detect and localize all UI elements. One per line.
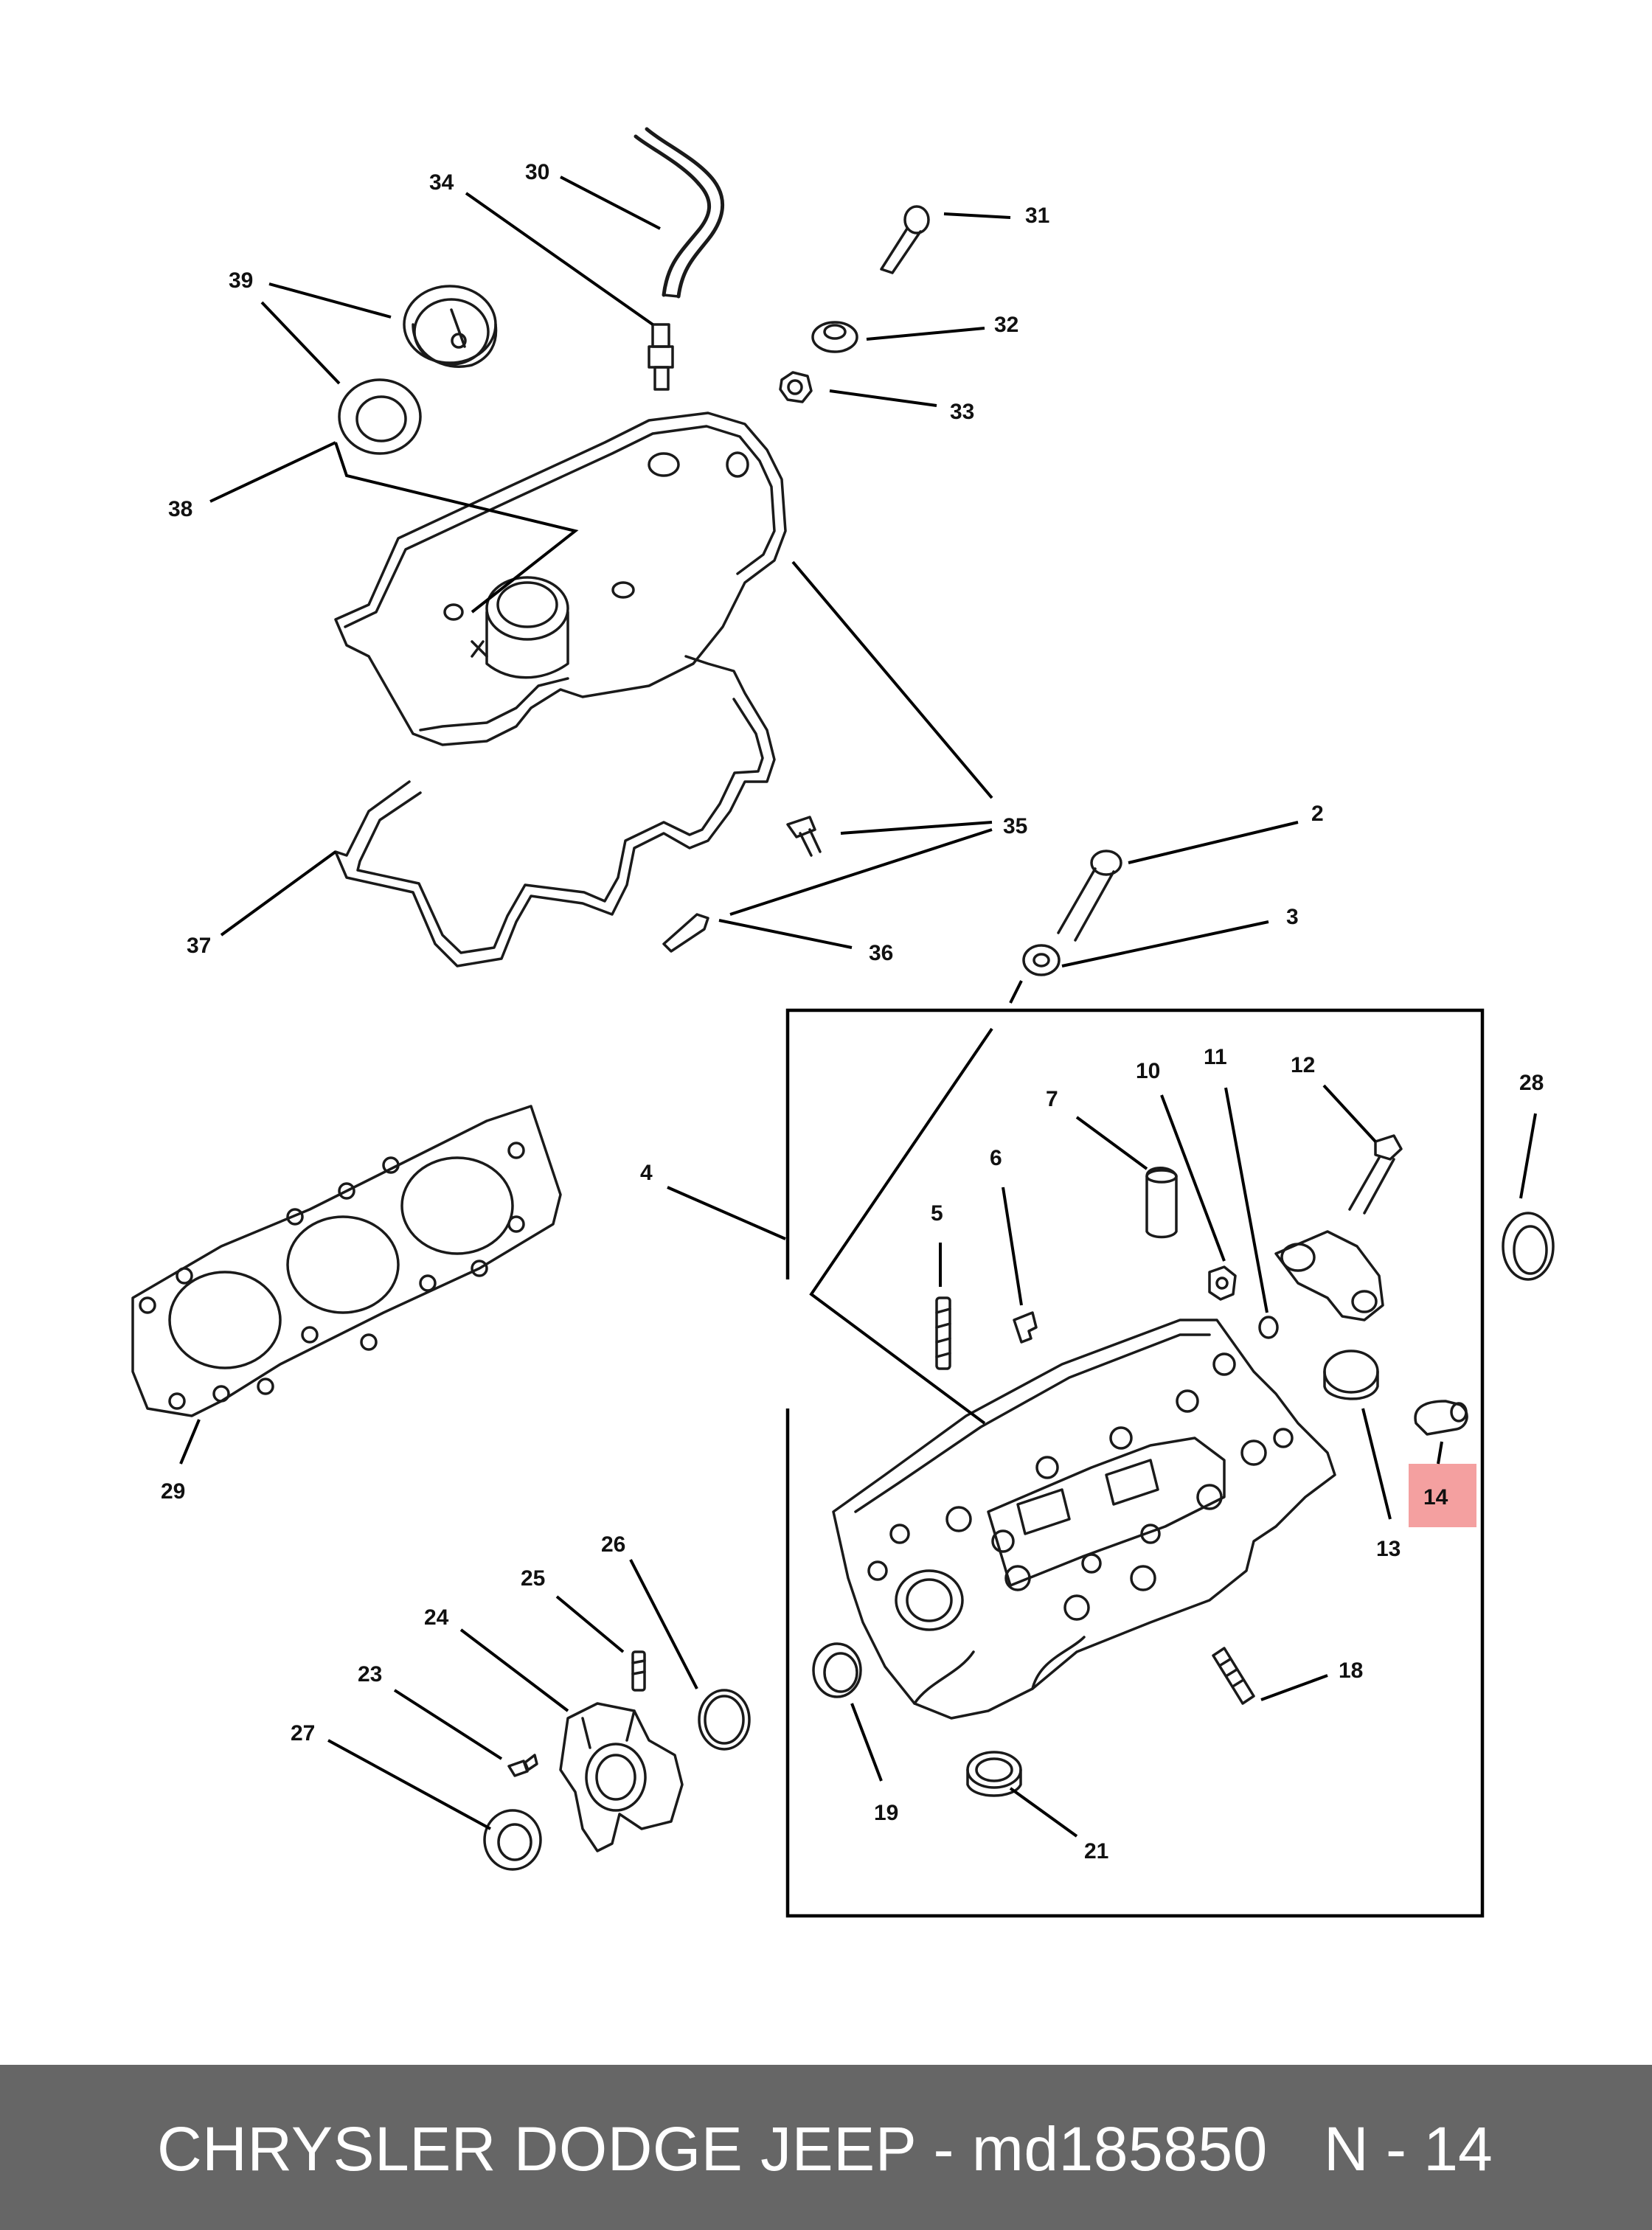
cylinder-head-box <box>785 1008 1485 1918</box>
callout-38: 38 <box>168 497 192 521</box>
callout-24: 24 <box>424 1605 449 1630</box>
callout-6: 6 <box>990 1146 1002 1170</box>
callout-7: 7 <box>1046 1087 1058 1111</box>
part-35-valve-cover <box>334 411 787 746</box>
part-5-stud <box>935 1296 951 1370</box>
part-31-bolt <box>880 205 930 274</box>
part-14-valve-stem-seal <box>1414 1400 1468 1436</box>
part-36-screw <box>662 913 709 953</box>
callout-11: 11 <box>1204 1045 1227 1069</box>
callout-12: 12 <box>1291 1053 1315 1077</box>
part-rocker-shaft-bracket <box>1274 1230 1384 1321</box>
callout-31: 31 <box>1025 204 1049 228</box>
callout-25: 25 <box>521 1566 545 1591</box>
part-11-plug <box>1258 1316 1279 1339</box>
callout-33: 33 <box>950 400 974 424</box>
part-2-head-bolt <box>1057 850 1122 942</box>
part-38-cap-gasket <box>338 378 422 455</box>
callout-21: 21 <box>1084 1839 1108 1863</box>
part-13-lash-adjuster <box>1323 1350 1379 1400</box>
footer-page-ref: N - 14 <box>1324 2114 1493 2184</box>
part-7-valve-guide-seal <box>1145 1167 1178 1239</box>
part-3-washer <box>1022 944 1061 976</box>
callout-34: 34 <box>429 170 454 195</box>
callout-29: 29 <box>161 1479 185 1504</box>
part-34-pcv-valve <box>648 323 674 391</box>
callout-35: 35 <box>1003 814 1027 838</box>
part-27-seal <box>483 1809 542 1871</box>
part-30-hose <box>634 127 725 299</box>
callout-23: 23 <box>358 1662 382 1687</box>
callout-39: 39 <box>229 268 253 293</box>
exploded-parts-diagram: 30 34 31 39 32 33 38 35 2 3 36 37 7 10 1… <box>131 127 1555 1918</box>
part-33-nut <box>779 371 813 403</box>
callout-2: 2 <box>1311 802 1324 826</box>
callout-27: 27 <box>291 1721 315 1746</box>
part-32-grommet <box>811 321 858 353</box>
callout-14: 14 <box>1423 1485 1448 1510</box>
part-35-cover-bolt <box>786 816 822 857</box>
callout-4: 4 <box>640 1161 653 1185</box>
callout-28: 28 <box>1519 1071 1544 1095</box>
part-4-cylinder-head <box>832 1319 1336 1720</box>
leader-lines <box>179 176 1537 1838</box>
callout-26: 26 <box>601 1532 625 1557</box>
callout-32: 32 <box>994 313 1018 337</box>
callout-19: 19 <box>874 1801 898 1825</box>
part-10-nut <box>1208 1265 1237 1301</box>
part-29-head-gasket <box>131 1105 562 1417</box>
callout-10: 10 <box>1136 1059 1160 1083</box>
part-6-plug <box>1013 1311 1038 1344</box>
part-28-camshaft-seal <box>1502 1212 1555 1281</box>
part-26-o-ring <box>698 1689 751 1751</box>
callout-18: 18 <box>1339 1658 1363 1683</box>
footer-bar: CHRYSLER DODGE JEEP - md185850 N - 14 <box>0 2065 1652 2230</box>
callout-13: 13 <box>1376 1537 1401 1561</box>
callout-36: 36 <box>869 941 893 965</box>
part-21-seal <box>966 1751 1022 1797</box>
highlight-part-14 <box>1409 1464 1476 1527</box>
callout-37: 37 <box>187 934 211 958</box>
footer-title: CHRYSLER DODGE JEEP - md185850 <box>157 2114 1268 2184</box>
part-37-valve-cover-gasket <box>334 655 776 968</box>
part-18-stud <box>1212 1647 1255 1705</box>
callout-3: 3 <box>1286 905 1299 929</box>
callout-5: 5 <box>931 1201 943 1226</box>
part-12-bolt <box>1348 1134 1403 1215</box>
callout-30: 30 <box>525 160 549 184</box>
part-25-stud <box>631 1650 646 1692</box>
part-23-bolt <box>507 1754 538 1777</box>
part-24-water-outlet-housing <box>559 1702 684 1852</box>
part-39-oil-filler-cap <box>403 285 498 368</box>
part-19-seal <box>812 1642 862 1698</box>
